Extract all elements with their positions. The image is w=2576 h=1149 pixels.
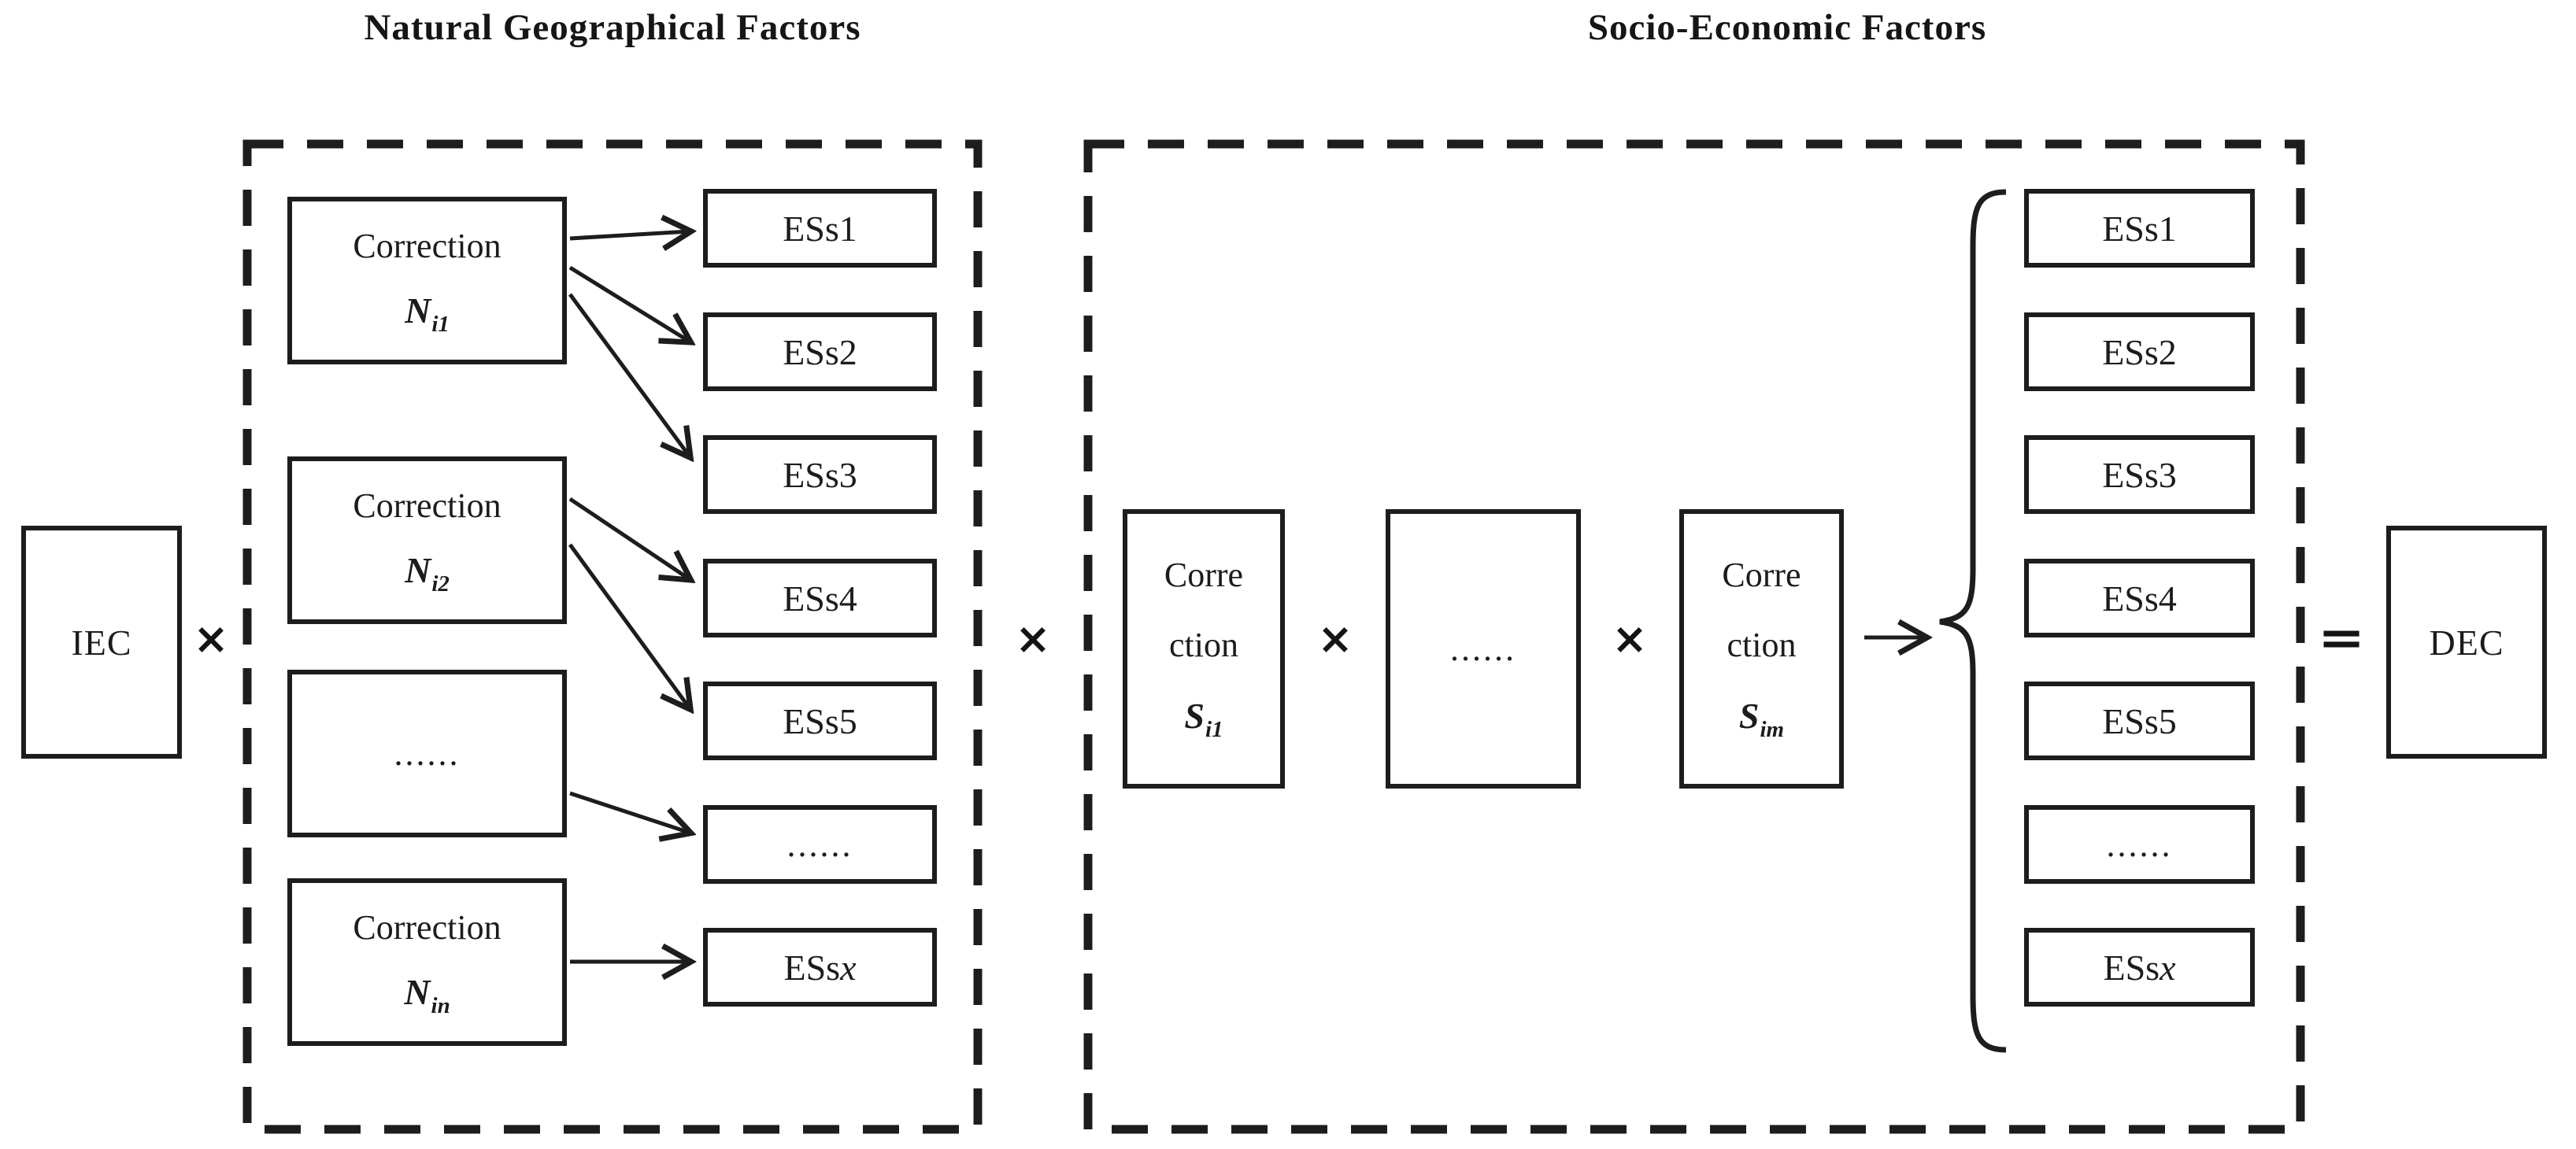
iec-box: IEC xyxy=(21,526,182,759)
ess-label: ESs5 xyxy=(2102,700,2177,742)
ess-label: ESs2 xyxy=(783,331,857,373)
ess-text: ESs3 xyxy=(2102,454,2177,495)
arrow-ni1-to-ess2 xyxy=(568,265,690,342)
ess-text: ESs xyxy=(2103,947,2160,988)
correction-ni2-box: Correction Ni2 xyxy=(287,456,567,624)
correction-sim-line2: ction xyxy=(1727,626,1797,664)
ess-label: ESs4 xyxy=(783,578,857,619)
right-ess3-box: ESs3 xyxy=(2024,435,2255,514)
ess-label: ESsx xyxy=(783,947,856,988)
correction-si1-box: Corre ction Si1 xyxy=(1123,509,1285,789)
multiply-sign-2: × xyxy=(1015,614,1051,663)
arrow-ni1-to-ess3 xyxy=(568,293,690,456)
multiply-sign-1: × xyxy=(193,614,229,663)
left-curly-brace xyxy=(1939,189,2007,1053)
left-panel-title: Natural Geographical Factors xyxy=(364,7,861,48)
ess-text: ESs2 xyxy=(2102,331,2177,372)
var-s: S xyxy=(1738,696,1760,736)
var-n-subscript: i2 xyxy=(431,571,450,597)
ess-label: ESs4 xyxy=(2102,578,2177,619)
multiply-sign-4: × xyxy=(1612,614,1648,663)
var-n-subscript: i1 xyxy=(431,311,450,337)
correction-sim-box: Corre ction Sim xyxy=(1679,509,1844,789)
correction-si1-symbol: Si1 xyxy=(1184,695,1223,743)
ess-label: ESs1 xyxy=(2102,208,2177,249)
right-ess5-box: ESs5 xyxy=(2024,682,2255,760)
arrow-ni1-to-ess1 xyxy=(569,231,690,238)
ess-text: ESs1 xyxy=(2102,208,2177,249)
left-ess-ellipsis-box: ...... xyxy=(703,805,937,884)
left-essx-box: ESsx xyxy=(703,928,937,1007)
left-ess3-box: ESs3 xyxy=(703,435,937,514)
left-ess1-box: ESs1 xyxy=(703,189,937,268)
ellipsis-label: ...... xyxy=(2106,825,2173,864)
arrow-ni2-to-ess5 xyxy=(568,543,690,708)
var-s: S xyxy=(1184,696,1205,736)
left-ess4-box: ESs4 xyxy=(703,559,937,637)
correction-sim-line1: Corre xyxy=(1722,556,1801,594)
ess-text: ESs2 xyxy=(783,331,857,372)
socio-economic-dashed-panel xyxy=(1083,139,2305,1134)
ess-label: ESs5 xyxy=(783,700,857,742)
ellipsis-label: ...... xyxy=(786,825,853,864)
correction-ni1-box: Correction Ni1 xyxy=(287,197,567,364)
arrow-dots-to-dots xyxy=(569,791,690,833)
var-n-subscript: in xyxy=(431,992,450,1018)
ellipsis-label: ...... xyxy=(1450,630,1516,668)
var-s-subscript: i1 xyxy=(1205,717,1223,742)
ess-label: ESs1 xyxy=(783,208,857,249)
correction-ni2-symbol: Ni2 xyxy=(405,552,450,596)
left-ess2-box: ESs2 xyxy=(703,312,937,391)
ess-text: ESs4 xyxy=(2102,578,2177,619)
natural-factors-dashed-panel xyxy=(242,139,983,1134)
var-n: N xyxy=(405,549,431,590)
right-essx-box: ESsx xyxy=(2024,928,2255,1007)
ess-text: ESs1 xyxy=(783,208,857,249)
dec-label: DEC xyxy=(2429,622,2504,663)
iec-label: IEC xyxy=(71,622,132,663)
right-panel-title: Socio-Economic Factors xyxy=(1587,7,1987,48)
arrow-ni2-to-ess4 xyxy=(568,497,690,579)
ess-label: ESs3 xyxy=(783,454,857,496)
correction-ni2-label: Correction xyxy=(353,486,502,525)
right-ess4-box: ESs4 xyxy=(2024,559,2255,637)
var-s-subscript: im xyxy=(1760,717,1785,742)
right-ess2-box: ESs2 xyxy=(2024,312,2255,391)
correction-ellipsis-box: ...... xyxy=(287,670,567,837)
var-n: N xyxy=(404,971,431,1012)
ess-text: ESs3 xyxy=(783,454,857,495)
correction-ni1-symbol: Ni1 xyxy=(405,290,450,337)
var-n: N xyxy=(405,290,431,331)
ess-text: ESs5 xyxy=(2102,700,2177,741)
left-ess5-box: ESs5 xyxy=(703,682,937,760)
ess-text: ESs xyxy=(783,947,841,988)
correction-si1-line1: Corre xyxy=(1164,556,1244,594)
right-ess-ellipsis-box: ...... xyxy=(2024,805,2255,884)
correction-ni1-label: Correction xyxy=(353,226,502,265)
ess-label: ESs2 xyxy=(2102,331,2177,373)
dec-box: DEC xyxy=(2386,526,2547,759)
right-ess1-box: ESs1 xyxy=(2024,189,2255,268)
ess-label: ESs3 xyxy=(2102,454,2177,496)
ess-label: ESsx xyxy=(2103,947,2175,988)
ellipsis-label: ...... xyxy=(394,734,461,773)
correction-nin-box: Correction Nin xyxy=(287,878,567,1046)
equals-sign: = xyxy=(2317,609,2366,666)
ess-suffix: x xyxy=(840,947,857,988)
ess-text: ESs4 xyxy=(783,578,857,619)
ess-text: ESs5 xyxy=(783,700,857,741)
correction-sim-symbol: Sim xyxy=(1739,695,1784,743)
correction-nin-label: Correction xyxy=(353,907,502,947)
ess-suffix: x xyxy=(2160,947,2176,988)
multiply-sign-3: × xyxy=(1317,614,1353,663)
correction-nin-symbol: Nin xyxy=(404,974,450,1018)
middle-ellipsis-box: ...... xyxy=(1386,509,1581,789)
correction-si1-line2: ction xyxy=(1169,626,1238,664)
